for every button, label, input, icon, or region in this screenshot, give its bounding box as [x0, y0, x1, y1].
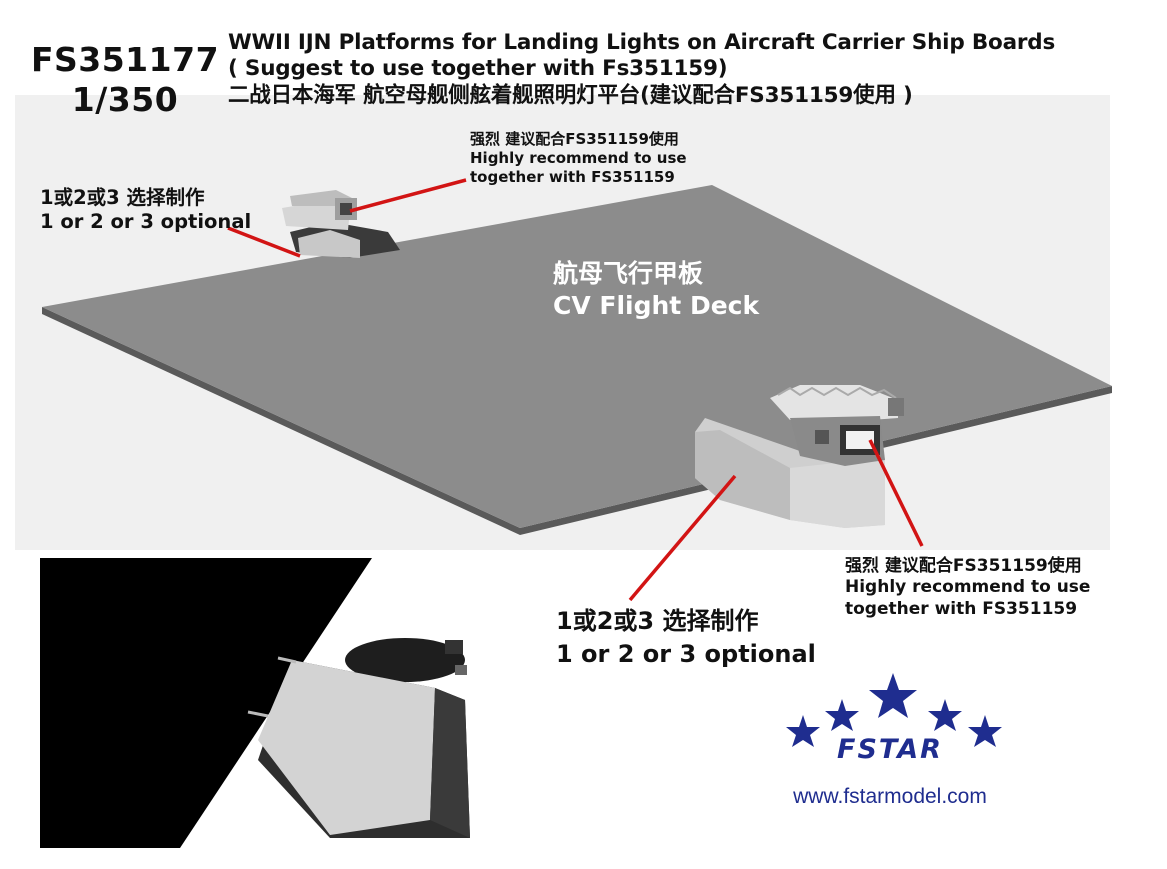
callout-line-right — [868, 439, 924, 547]
callout-bottom-cn: 1或2或3 选择制作 — [556, 607, 759, 635]
star-icon — [968, 715, 1002, 747]
callout-right-en2: together with FS351159 — [845, 598, 1078, 619]
star-icon — [786, 715, 820, 747]
title-line-1: WWII IJN Platforms for Landing Lights on… — [228, 30, 1056, 55]
brand-logo-text: FSTAR — [837, 734, 943, 765]
title-line-3: 二战日本海军 航空母舰侧舷着舰照明灯平台(建议配合FS351159使用 ) — [228, 82, 913, 108]
callout-line-left — [227, 226, 301, 258]
product-scale: 1/350 — [71, 80, 179, 120]
star-icon — [928, 699, 962, 731]
deck-label: 航母飞行甲板 CV Flight Deck — [553, 258, 759, 322]
callout-top-en1: Highly recommend to use — [470, 148, 687, 167]
callout-top-cn: 强烈 建议配合FS351159使用 — [470, 130, 679, 148]
brand-url[interactable]: www.fstarmodel.com — [793, 785, 987, 808]
product-code-block: FS351177 1/350 — [30, 40, 220, 121]
callout-left-en: 1 or 2 or 3 optional — [40, 210, 252, 234]
deck-label-en: CV Flight Deck — [553, 291, 760, 320]
callout-bottom-optional: 1或2或3 选择制作 1 or 2 or 3 optional — [556, 605, 816, 670]
detail-dark-hull — [40, 558, 372, 848]
detail-render — [40, 558, 565, 848]
product-title: WWII IJN Platforms for Landing Lights on… — [228, 30, 1055, 109]
callout-top-en2: together with FS351159 — [470, 167, 675, 186]
callout-right-cn: 强烈 建议配合FS351159使用 — [845, 556, 1082, 576]
star-icon — [869, 673, 917, 718]
title-line-2: ( Suggest to use together with Fs351159) — [228, 56, 728, 82]
platform-top-left — [282, 190, 400, 258]
callout-right-recommend: 强烈 建议配合FS351159使用 Highly recommend to us… — [845, 556, 1090, 620]
deck-label-cn: 航母飞行甲板 — [553, 259, 704, 288]
callout-line-bottom — [628, 474, 737, 602]
callout-top-recommend: 强烈 建议配合FS351159使用 Highly recommend to us… — [470, 130, 687, 186]
callout-left-cn: 1或2或3 选择制作 — [40, 186, 205, 209]
callout-bottom-en: 1 or 2 or 3 optional — [556, 639, 816, 668]
brand-stars — [786, 673, 1002, 747]
callout-line-top — [349, 178, 467, 213]
callout-right-en1: Highly recommend to use — [845, 577, 1091, 598]
product-code: FS351177 — [30, 40, 220, 79]
star-icon — [825, 699, 859, 731]
callout-left-optional: 1或2或3 选择制作 1 or 2 or 3 optional — [40, 186, 251, 235]
